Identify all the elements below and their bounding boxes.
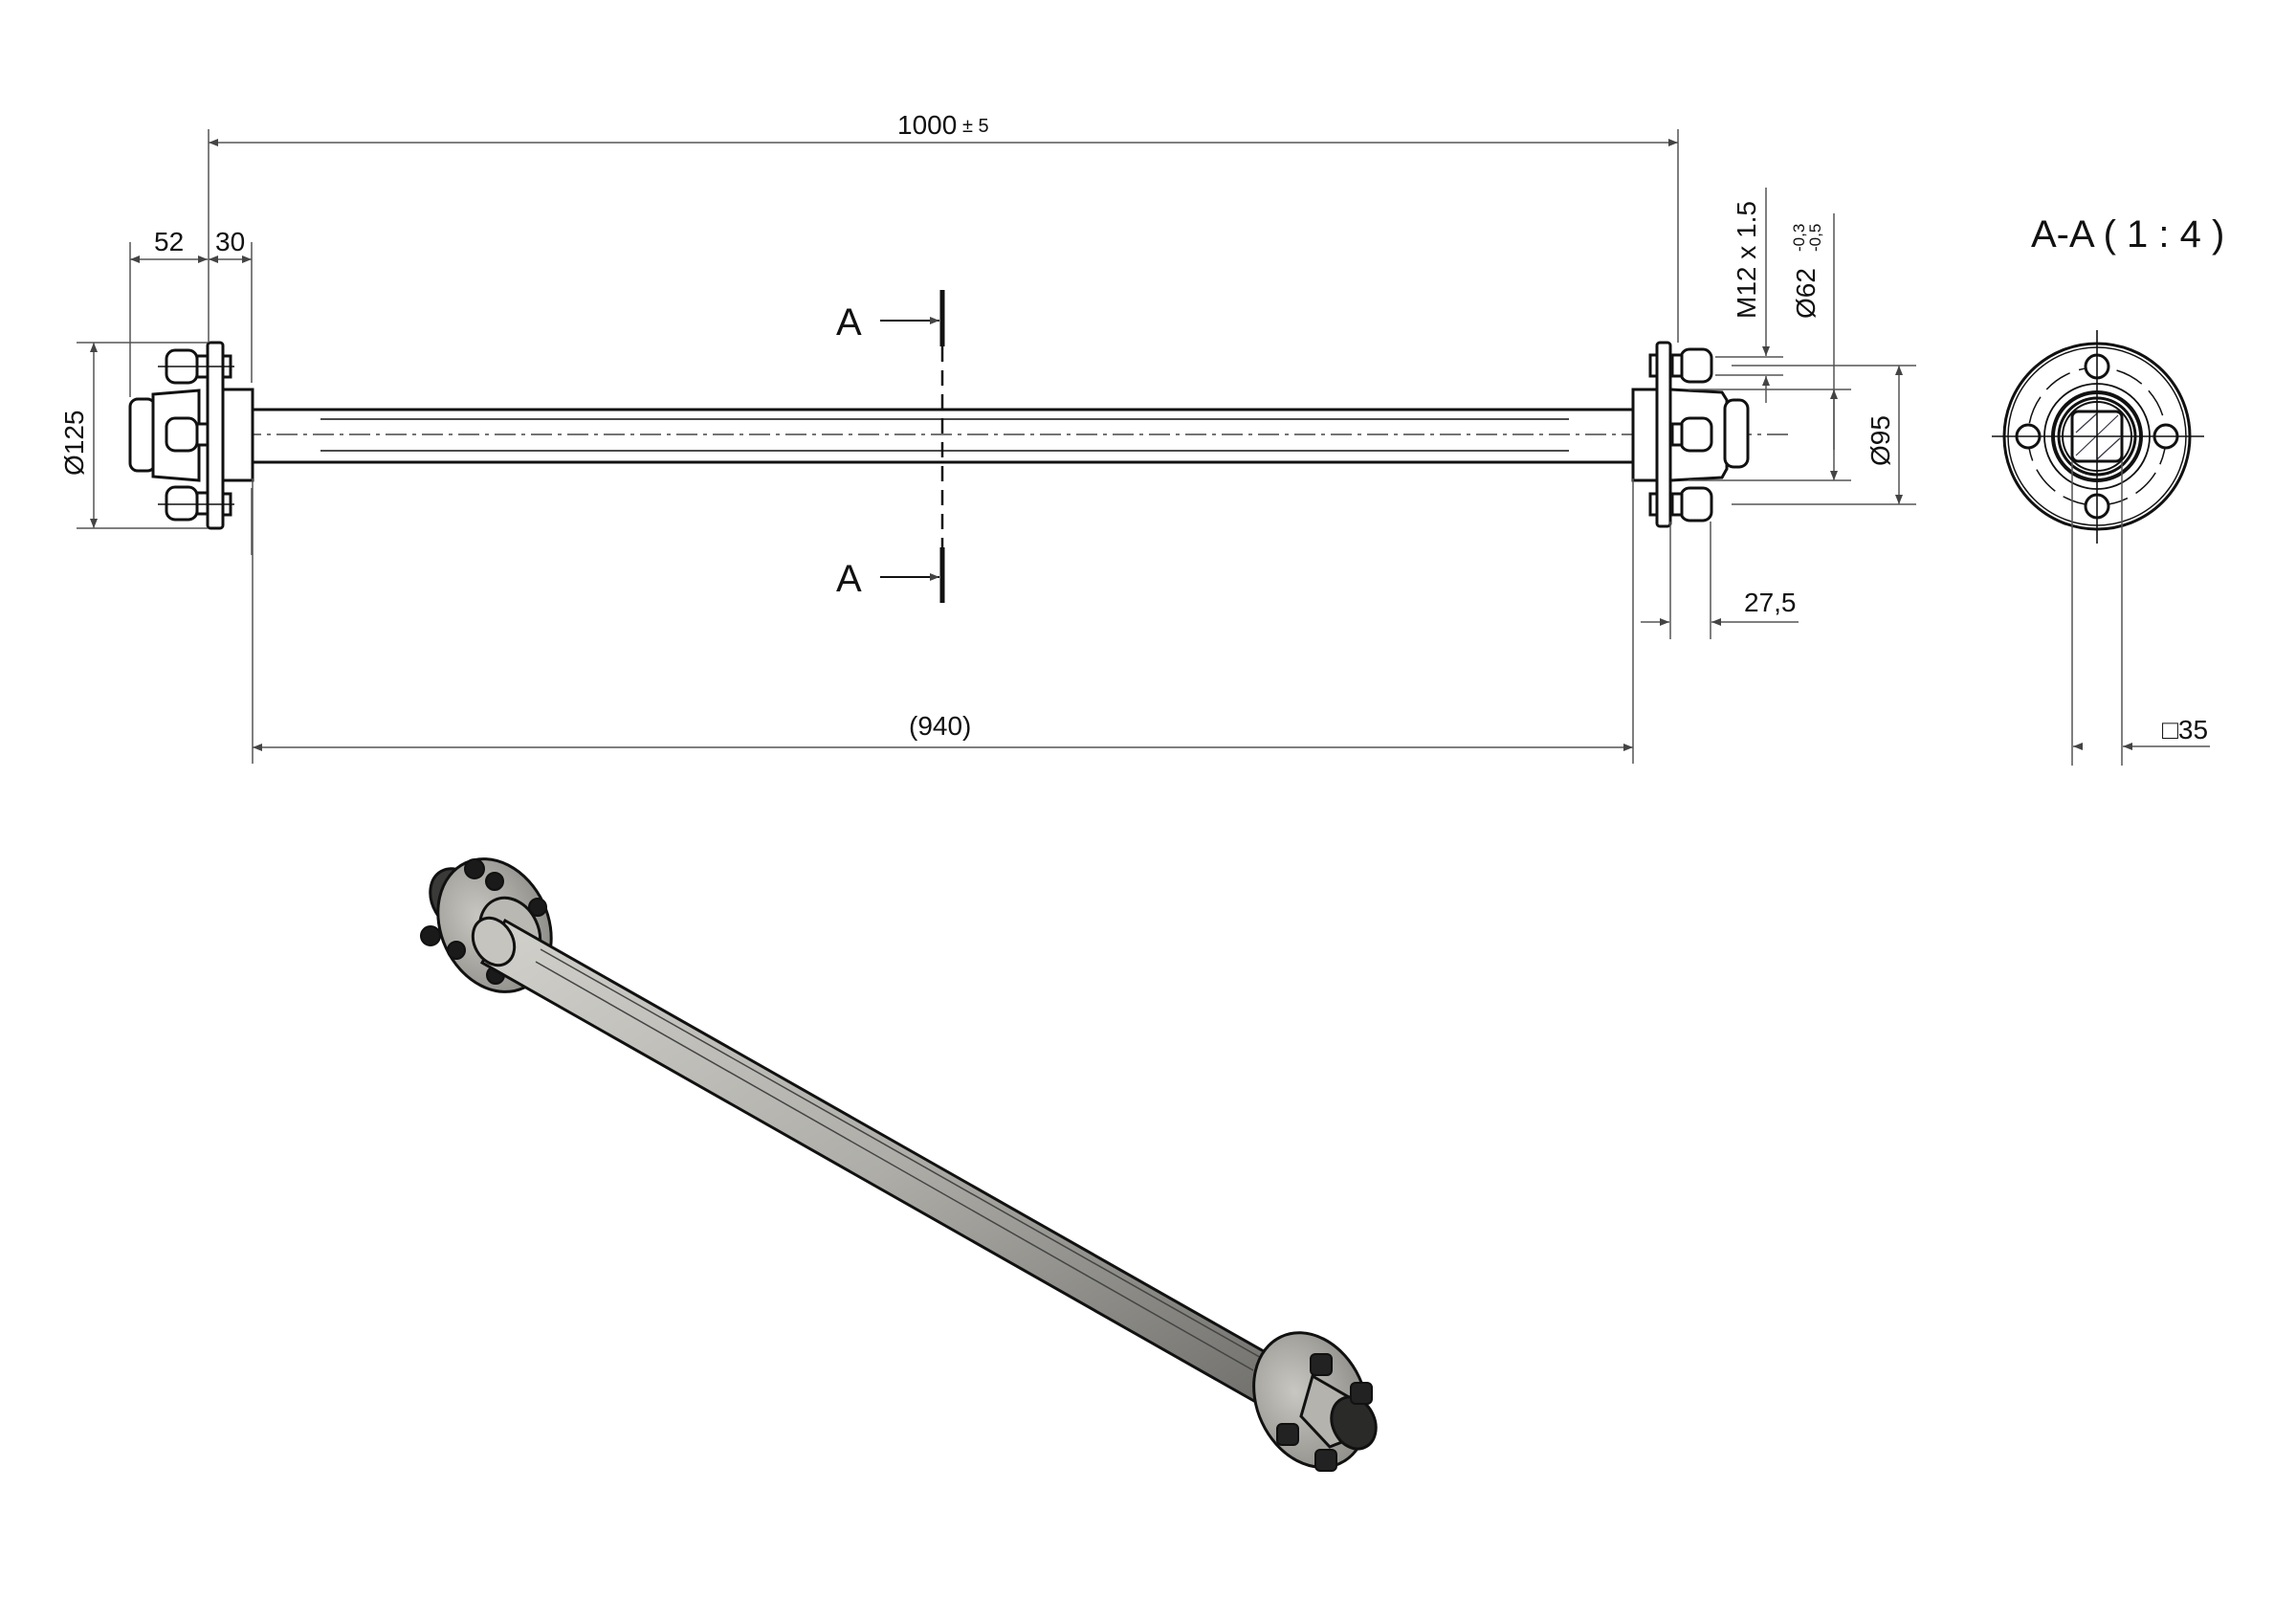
dim-flange-to-tube: 30: [215, 227, 245, 256]
right-hub: [1631, 341, 1750, 528]
section-line-a: A A: [836, 290, 945, 603]
isometric-view: [420, 857, 1378, 1472]
section-title: A-A ( 1 : 4 ): [2031, 213, 2224, 256]
dim-flange-diameter: Ø125: [59, 411, 89, 477]
dim-bearing-diameter: Ø62: [1791, 268, 1821, 319]
dim-stud-offset: 27,5: [1744, 588, 1797, 617]
dim-overall-length: 1000: [897, 110, 957, 140]
section-label-top: A: [836, 301, 862, 344]
section-view-a-a: A-A ( 1 : 4 ) □35: [1992, 213, 2224, 766]
axle-tube-3d: [479, 918, 1300, 1415]
dimensions: 1000 ± 5 52 30 Ø125 M12 x 1.5 Ø62 -0,3 -…: [59, 110, 1916, 764]
dim-thread: M12 x 1.5: [1732, 201, 1761, 319]
dim-bearing-tol-lower: -0,5: [1806, 224, 1824, 252]
dim-hub-length: 52: [154, 227, 184, 256]
dim-bolt-circle: Ø95: [1866, 415, 1895, 466]
front-view: A A: [128, 290, 1789, 603]
dim-square-size: □35: [2162, 715, 2208, 744]
dim-overall-tolerance: ± 5: [962, 116, 989, 137]
right-hub-cap-3d: [1330, 1395, 1378, 1451]
section-label-bottom: A: [836, 558, 862, 600]
dim-bearing-tol-upper: -0,3: [1790, 224, 1808, 252]
dim-tube-length: (940): [909, 711, 971, 741]
left-hub: [128, 341, 254, 530]
